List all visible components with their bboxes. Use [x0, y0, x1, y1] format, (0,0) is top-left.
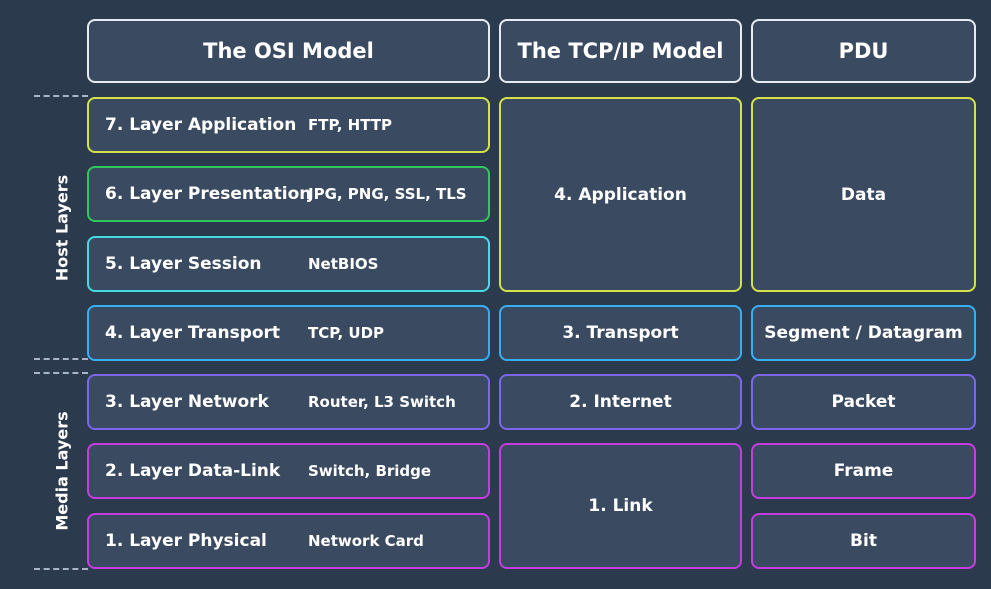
- pdu-header: PDU: [751, 19, 976, 83]
- osi-layer-protocols: Router, L3 Switch: [308, 393, 456, 411]
- osi-layer-protocols: Network Card: [308, 532, 424, 550]
- osi-model-header: The OSI Model: [87, 19, 490, 83]
- osi-layer-protocols: NetBIOS: [308, 255, 379, 273]
- osi-layer-6: 6. Layer Presentation JPG, PNG, SSL, TLS: [87, 166, 490, 222]
- osi-layer-name: 3. Layer Network: [105, 392, 269, 412]
- osi-layer-protocols: FTP, HTTP: [308, 116, 392, 134]
- osi-layer-name: 7. Layer Application: [105, 115, 297, 135]
- host-layers-top-divider: [34, 95, 88, 97]
- osi-layer-name: 4. Layer Transport: [105, 323, 281, 343]
- osi-layer-protocols: JPG, PNG, SSL, TLS: [308, 185, 467, 203]
- pdu-packet: Packet: [751, 374, 976, 430]
- osi-layer-5: 5. Layer Session NetBIOS: [87, 236, 490, 292]
- tcpip-transport-layer: 3. Transport: [499, 305, 742, 361]
- pdu-segment-datagram: Segment / Datagram: [751, 305, 976, 361]
- tcpip-application-layer: 4. Application: [499, 97, 742, 292]
- osi-layer-protocols: Switch, Bridge: [308, 462, 432, 480]
- osi-layer-name: 5. Layer Session: [105, 254, 262, 274]
- osi-layer-2: 2. Layer Data-Link Switch, Bridge: [87, 443, 490, 499]
- osi-layer-7: 7. Layer Application FTP, HTTP: [87, 97, 490, 153]
- tcpip-link-layer: 1. Link: [499, 443, 742, 569]
- osi-layer-protocols: TCP, UDP: [308, 324, 385, 342]
- osi-layer-4: 4. Layer Transport TCP, UDP: [87, 305, 490, 361]
- osi-layer-name: 6. Layer Presentation: [105, 184, 312, 204]
- tcpip-internet-layer: 2. Internet: [499, 374, 742, 430]
- tcpip-model-header: The TCP/IP Model: [499, 19, 742, 83]
- osi-layer-name: 2. Layer Data-Link: [105, 461, 281, 481]
- host-media-divider-bottom: [34, 372, 88, 374]
- pdu-frame: Frame: [751, 443, 976, 499]
- pdu-data: Data: [751, 97, 976, 292]
- host-layers-label: Host Layers: [52, 174, 72, 282]
- host-media-divider-top: [34, 358, 88, 360]
- osi-layer-name: 1. Layer Physical: [105, 531, 267, 551]
- osi-layer-1: 1. Layer Physical Network Card: [87, 513, 490, 569]
- media-layers-label: Media Layers: [52, 411, 72, 531]
- osi-layer-3: 3. Layer Network Router, L3 Switch: [87, 374, 490, 430]
- pdu-bit: Bit: [751, 513, 976, 569]
- media-layers-bottom-divider: [34, 568, 88, 570]
